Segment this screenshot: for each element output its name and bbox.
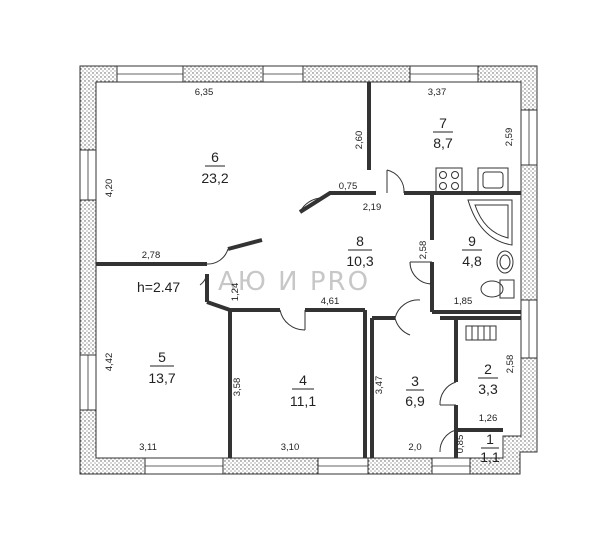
sink-icon [477, 167, 509, 194]
washbasin-icon [496, 250, 514, 274]
doors [199, 169, 457, 453]
dimension-label: 1,26 [479, 413, 498, 424]
dimension-label: 2,58 [418, 241, 429, 260]
dimension-label: 3,11 [139, 442, 157, 453]
dimension-label: 6,35 [195, 87, 214, 98]
dimension-label: 4,61 [321, 296, 340, 307]
svg-text:8,7: 8,7 [433, 135, 453, 151]
dimension-labels: 6,35 3,37 2,60 2,59 4,20 0,75 2,19 2,58 … [104, 87, 516, 453]
dimension-label: 2,59 [504, 128, 515, 147]
room-label-1: 1 1,1 [480, 431, 500, 465]
room-label-8: 8 10,3 [346, 233, 373, 269]
dimension-label: 0,75 [339, 181, 358, 192]
dimension-label: 1,85 [454, 296, 473, 307]
svg-text:5: 5 [158, 349, 166, 365]
dimension-label: 3,47 [374, 376, 385, 395]
svg-text:11,1: 11,1 [290, 393, 316, 409]
svg-text:13,7: 13,7 [148, 370, 175, 386]
svg-text:3,3: 3,3 [478, 381, 498, 397]
dimension-label: 3,10 [281, 442, 300, 453]
svg-text:6,9: 6,9 [405, 393, 425, 409]
dimension-label: 1,24 [230, 283, 241, 302]
outer-wall [79, 65, 538, 475]
dimension-label: 2,58 [505, 355, 516, 374]
bathtub-icon [467, 199, 513, 246]
interior-walls [96, 82, 521, 458]
toilet-icon [480, 279, 515, 299]
svg-text:9: 9 [468, 233, 476, 249]
watermark: АЮ И PRO [218, 267, 370, 297]
ceiling-height-label: h=2.47 [137, 279, 180, 295]
svg-text:10,3: 10,3 [346, 253, 373, 269]
svg-text:1: 1 [486, 431, 494, 447]
svg-text:2: 2 [484, 361, 492, 377]
dimension-label: 2,78 [142, 250, 161, 261]
svg-text:4,8: 4,8 [462, 253, 482, 269]
room-label-9: 9 4,8 [462, 233, 482, 269]
dimension-label: 2,0 [408, 442, 421, 453]
dimension-label: 3,37 [428, 87, 447, 98]
stove-icon [435, 167, 463, 194]
room-label-3: 3 6,9 [405, 373, 425, 409]
dimension-label: 4,20 [104, 179, 115, 198]
radiator-icon [465, 325, 497, 341]
dimension-label: 2,19 [363, 202, 382, 213]
svg-text:3: 3 [411, 373, 419, 389]
svg-text:7: 7 [439, 115, 447, 131]
room-label-6: 6 23,2 [201, 149, 228, 186]
room-label-7: 7 8,7 [433, 115, 453, 151]
dimension-label: 0,85 [455, 435, 466, 454]
svg-text:23,2: 23,2 [201, 170, 228, 186]
room-label-4: 4 11,1 [290, 372, 316, 409]
room-label-2: 2 3,3 [478, 361, 498, 397]
svg-text:8: 8 [356, 233, 364, 249]
dimension-label: 2,60 [354, 131, 365, 150]
dimension-label: 3,58 [232, 378, 243, 397]
svg-text:1,1: 1,1 [480, 449, 500, 465]
svg-text:4: 4 [299, 372, 307, 388]
dimension-label: 4,42 [104, 353, 115, 372]
svg-text:6: 6 [211, 149, 219, 165]
room-label-5: 5 13,7 [148, 349, 175, 386]
